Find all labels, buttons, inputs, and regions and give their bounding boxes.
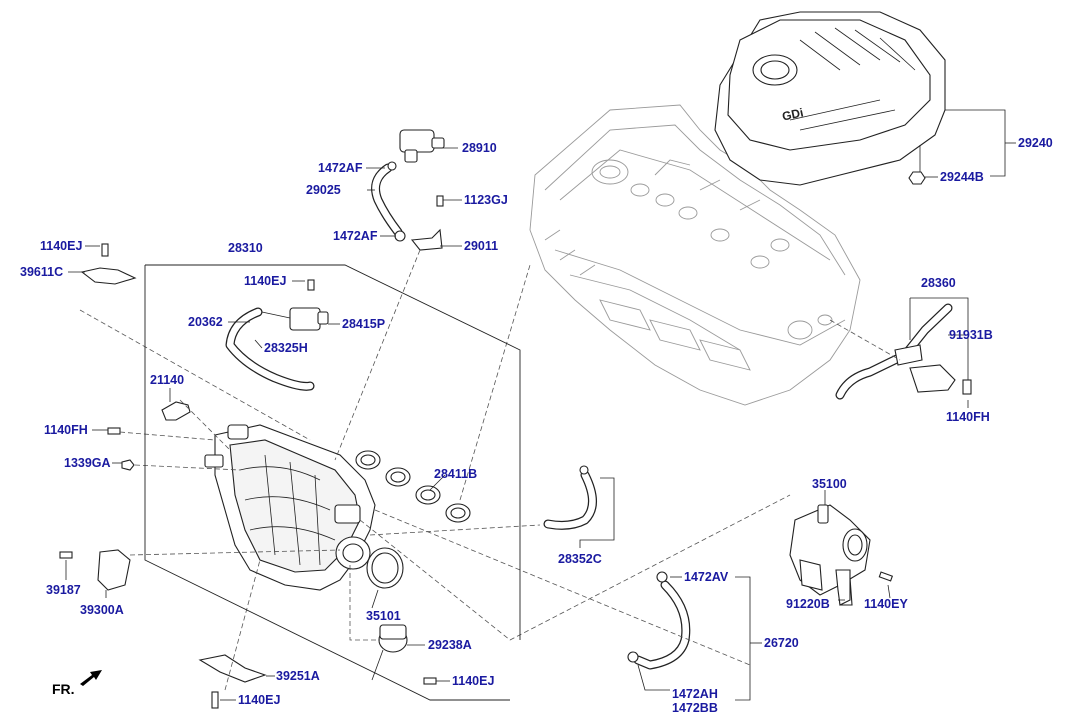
map-sensor-39300a [97,549,131,591]
label-1472bb: 1472BB [672,701,718,715]
label-28310: 28310 [228,241,263,255]
manifold-gasket [355,450,471,523]
bolt-1140fh-a [107,427,121,435]
fitting-21140 [161,401,191,421]
front-label: FR. [52,681,75,697]
label-1123gj: 1123GJ [464,193,508,207]
label-1140ey: 1140EY [864,597,908,611]
hose-28325h [225,307,315,391]
label-28352c: 28352C [558,552,602,566]
throttle-body [789,504,871,606]
assembly-lines [79,249,901,691]
bolt-1140ej-c [423,677,437,685]
bolt-1140ey [878,571,894,582]
label-35101: 35101 [366,609,401,623]
label-1140ej-bottom-mid: 1140EJ [452,674,494,688]
engine-cover-emblem: GDi [781,105,805,123]
label-29244b: 29244B [940,170,984,184]
front-arrow-icon [80,670,102,686]
label-28910: 28910 [462,141,497,155]
front-direction-indicator: FR. [52,670,102,697]
hose-28352c [543,465,597,530]
label-28411b: 28411B [434,467,477,481]
hose-26720 [627,571,691,670]
label-1140ej-top-left: 1140EJ [40,239,82,253]
label-35100: 35100 [812,477,847,491]
leader-lines [65,109,1016,701]
label-26720: 26720 [764,636,799,650]
label-1472af-upper: 1472AF [318,161,363,175]
label-91931b: 91931B [949,328,993,342]
bracket-39611c [80,267,137,285]
pipe-28360 [835,303,956,400]
bolt-1339ga [121,459,135,471]
engine-cover: GDi [714,11,946,186]
bracket-39251a [198,654,267,683]
label-1140ej-box: 1140EJ [244,274,286,288]
label-20362: 20362 [188,315,223,329]
bracket-91220b [835,569,851,606]
bolt-1123gj [436,195,444,207]
label-28325h: 28325H [264,341,308,355]
label-28360: 28360 [921,276,956,290]
solenoid-28415p [289,279,329,331]
bolt-39187 [59,551,73,559]
actuator-29238a [371,624,408,681]
label-1140fh-left: 1140FH [44,423,88,437]
throttle-body-gasket [366,547,404,589]
bolt-1140ej-d [211,691,219,709]
label-39187: 39187 [46,583,81,597]
label-39300a: 39300A [80,603,124,617]
label-1472af-lower: 1472AF [333,229,378,243]
label-91220b: 91220B [786,597,830,611]
label-1472ah: 1472AH [672,687,718,701]
pcv-valve [399,129,445,163]
nut-29244b [908,171,926,185]
grouping-box-28310 [144,264,521,701]
hose-29025 [371,161,406,242]
label-29025: 29025 [306,183,341,197]
label-29240: 29240 [1018,136,1053,150]
intake-manifold [204,424,376,591]
label-28415p: 28415P [342,317,385,331]
bolt-1140ej-a [101,243,109,257]
bolt-1140fh-b [962,379,972,395]
part-labels: 28910 1472AF 29025 1123GJ 1472AF 29011 2… [20,136,1053,715]
label-29011: 29011 [464,239,498,253]
label-39611c: 39611C [20,265,63,279]
label-29238a: 29238A [428,638,472,652]
label-21140: 21140 [150,373,184,387]
label-1472av: 1472AV [684,570,729,584]
label-1140ej-bottom-left: 1140EJ [238,693,280,707]
label-1339ga: 1339GA [64,456,111,470]
label-1140fh-right: 1140FH [946,410,990,424]
bracket-29011 [410,228,443,251]
engine-block-outline [529,104,861,406]
label-39251a: 39251A [276,669,320,683]
